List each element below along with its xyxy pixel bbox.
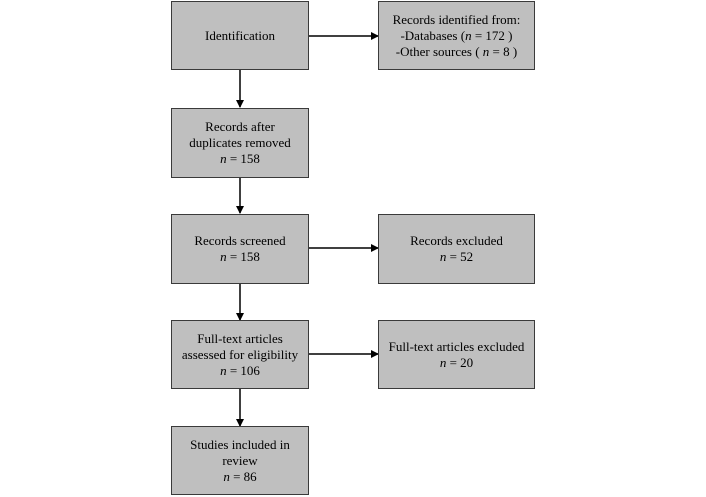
- identification-box: Identification: [171, 1, 309, 70]
- n-symbol: n: [220, 249, 227, 264]
- fulltext-assessed-box: Full-text articles assessed for eligibil…: [171, 320, 309, 389]
- records-identified-label: Records identified from:: [392, 11, 521, 27]
- databases-prefix: -Databases (: [400, 27, 466, 43]
- equals-sign: =: [226, 362, 241, 378]
- records-identified-box: Records identified from: -Databases (n =…: [378, 1, 535, 70]
- n-symbol: n: [223, 468, 230, 484]
- other-prefix: -Other sources (: [395, 43, 480, 59]
- excluded-box: Records excluded n = 52: [378, 214, 535, 284]
- equals-sign: =: [446, 354, 461, 370]
- fulltext-excluded-label: Full-text articles excluded: [388, 338, 525, 354]
- screened-n: 158: [240, 249, 260, 264]
- excluded-label: Records excluded: [410, 233, 503, 248]
- fulltext-excluded-count: n = 20: [440, 355, 473, 371]
- other-sources-count-line: -Other sources ( n = 8 ): [396, 44, 517, 60]
- fulltext-excluded-n: 20: [460, 354, 474, 370]
- equals-sign: =: [446, 249, 461, 264]
- after-duplicates-box: Records after duplicates removed n = 158: [171, 108, 309, 178]
- n-symbol: n: [439, 354, 447, 370]
- excluded-count: n = 52: [440, 249, 473, 265]
- included-count: n = 86: [223, 469, 256, 485]
- fulltext-assessed-line-1: Full-text articles: [197, 330, 283, 346]
- equals-sign: =: [489, 43, 504, 59]
- after-duplicates-n: 158: [240, 151, 260, 166]
- equals-sign: =: [471, 27, 486, 43]
- included-line-2: review: [222, 452, 258, 468]
- after-duplicates-count: n = 158: [220, 151, 260, 167]
- identification-label: Identification: [204, 27, 276, 43]
- other-n: 8: [503, 43, 510, 59]
- screened-box: Records screened n = 158: [171, 214, 309, 284]
- after-duplicates-line-2: duplicates removed: [189, 135, 291, 150]
- other-suffix: ): [512, 43, 518, 59]
- equals-sign: =: [226, 151, 241, 166]
- n-symbol: n: [465, 27, 472, 43]
- equals-sign: =: [229, 468, 244, 484]
- after-duplicates-line-1: Records after: [205, 119, 275, 134]
- fulltext-excluded-box: Full-text articles excluded n = 20: [378, 320, 535, 389]
- excluded-n: 52: [460, 249, 474, 264]
- n-symbol: n: [439, 249, 447, 264]
- fulltext-assessed-line-2: assessed for eligibility: [181, 346, 299, 362]
- included-box: Studies included in review n = 86: [171, 426, 309, 495]
- databases-count-line: -Databases (n = 172 ): [400, 28, 512, 44]
- fulltext-assessed-n: 106: [240, 362, 260, 378]
- n-symbol: n: [220, 362, 227, 378]
- equals-sign: =: [226, 249, 241, 264]
- databases-n: 172: [485, 27, 505, 43]
- included-n: 86: [243, 468, 257, 484]
- fulltext-assessed-count: n = 106: [220, 363, 260, 379]
- databases-suffix: ): [508, 27, 513, 43]
- screened-label: Records screened: [194, 233, 286, 248]
- screened-count: n = 158: [220, 249, 260, 265]
- n-symbol: n: [482, 43, 490, 59]
- n-symbol: n: [220, 151, 227, 166]
- included-line-1: Studies included in: [190, 436, 290, 452]
